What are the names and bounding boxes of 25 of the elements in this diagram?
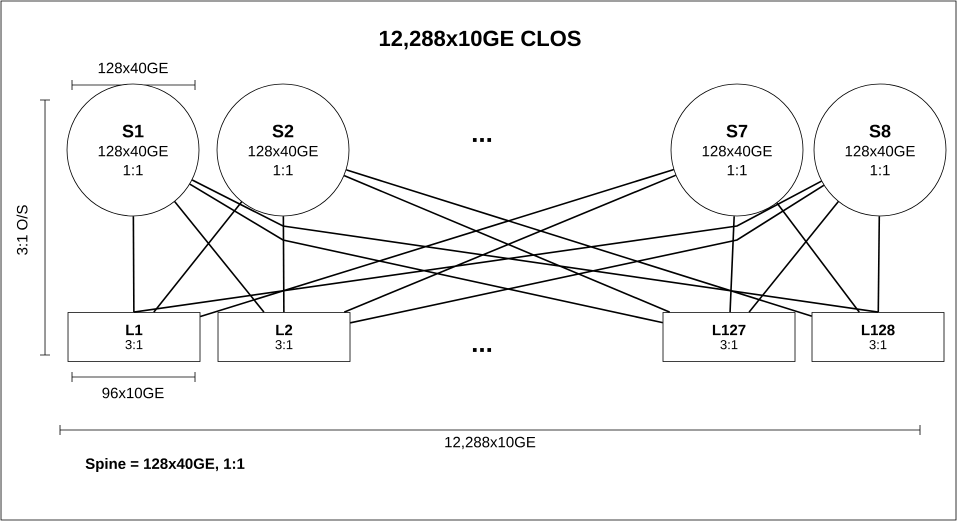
connection-line <box>350 184 824 324</box>
connection-line <box>729 216 735 312</box>
connection-line <box>282 216 285 312</box>
connection-line <box>190 183 663 324</box>
connection-line <box>877 216 880 312</box>
note-text: Spine = 128x40GE, 1:1 <box>86 458 244 472</box>
connection-line <box>134 180 822 313</box>
connection-line <box>132 216 135 312</box>
leaf-box: L127 3:1 <box>662 312 796 362</box>
leaf-box: L1 3:1 <box>68 312 200 362</box>
leaf-box: L128 3:1 <box>812 312 944 362</box>
connection-line <box>346 169 812 317</box>
ellipsis: ... <box>472 138 492 142</box>
connection-line <box>153 201 242 313</box>
leaf-box: L2 3:1 <box>218 312 350 362</box>
dimension-label: 96x10GE <box>102 388 164 398</box>
connection-line <box>192 179 878 313</box>
connection-line <box>200 168 674 318</box>
dimension-label: 3:1 O/S <box>16 205 28 255</box>
title: 12,288x10GE CLOS <box>380 30 581 50</box>
connection-line <box>748 201 839 313</box>
connection-line <box>776 202 860 313</box>
ellipsis: ... <box>472 348 492 352</box>
connection-line <box>174 201 265 313</box>
dimension-label: 12,288x10GE <box>445 436 536 450</box>
